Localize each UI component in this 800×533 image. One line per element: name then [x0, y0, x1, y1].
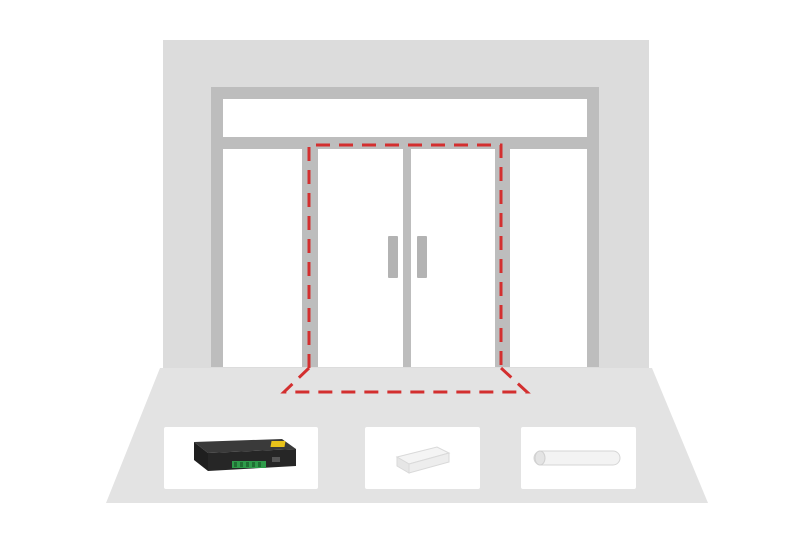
device-card-sensor-block [365, 427, 480, 489]
right-door-handle [417, 236, 427, 278]
right-sidelight [510, 149, 587, 367]
left-door-handle [388, 236, 398, 278]
door-controller-icon [194, 439, 296, 471]
sensor-tube-icon [533, 450, 621, 466]
device-card-controller [164, 427, 318, 489]
device-card-sensor-tube [521, 427, 636, 489]
transom-window [223, 99, 587, 137]
sensor-block-icon [395, 446, 451, 474]
left-sidelight [223, 149, 302, 367]
